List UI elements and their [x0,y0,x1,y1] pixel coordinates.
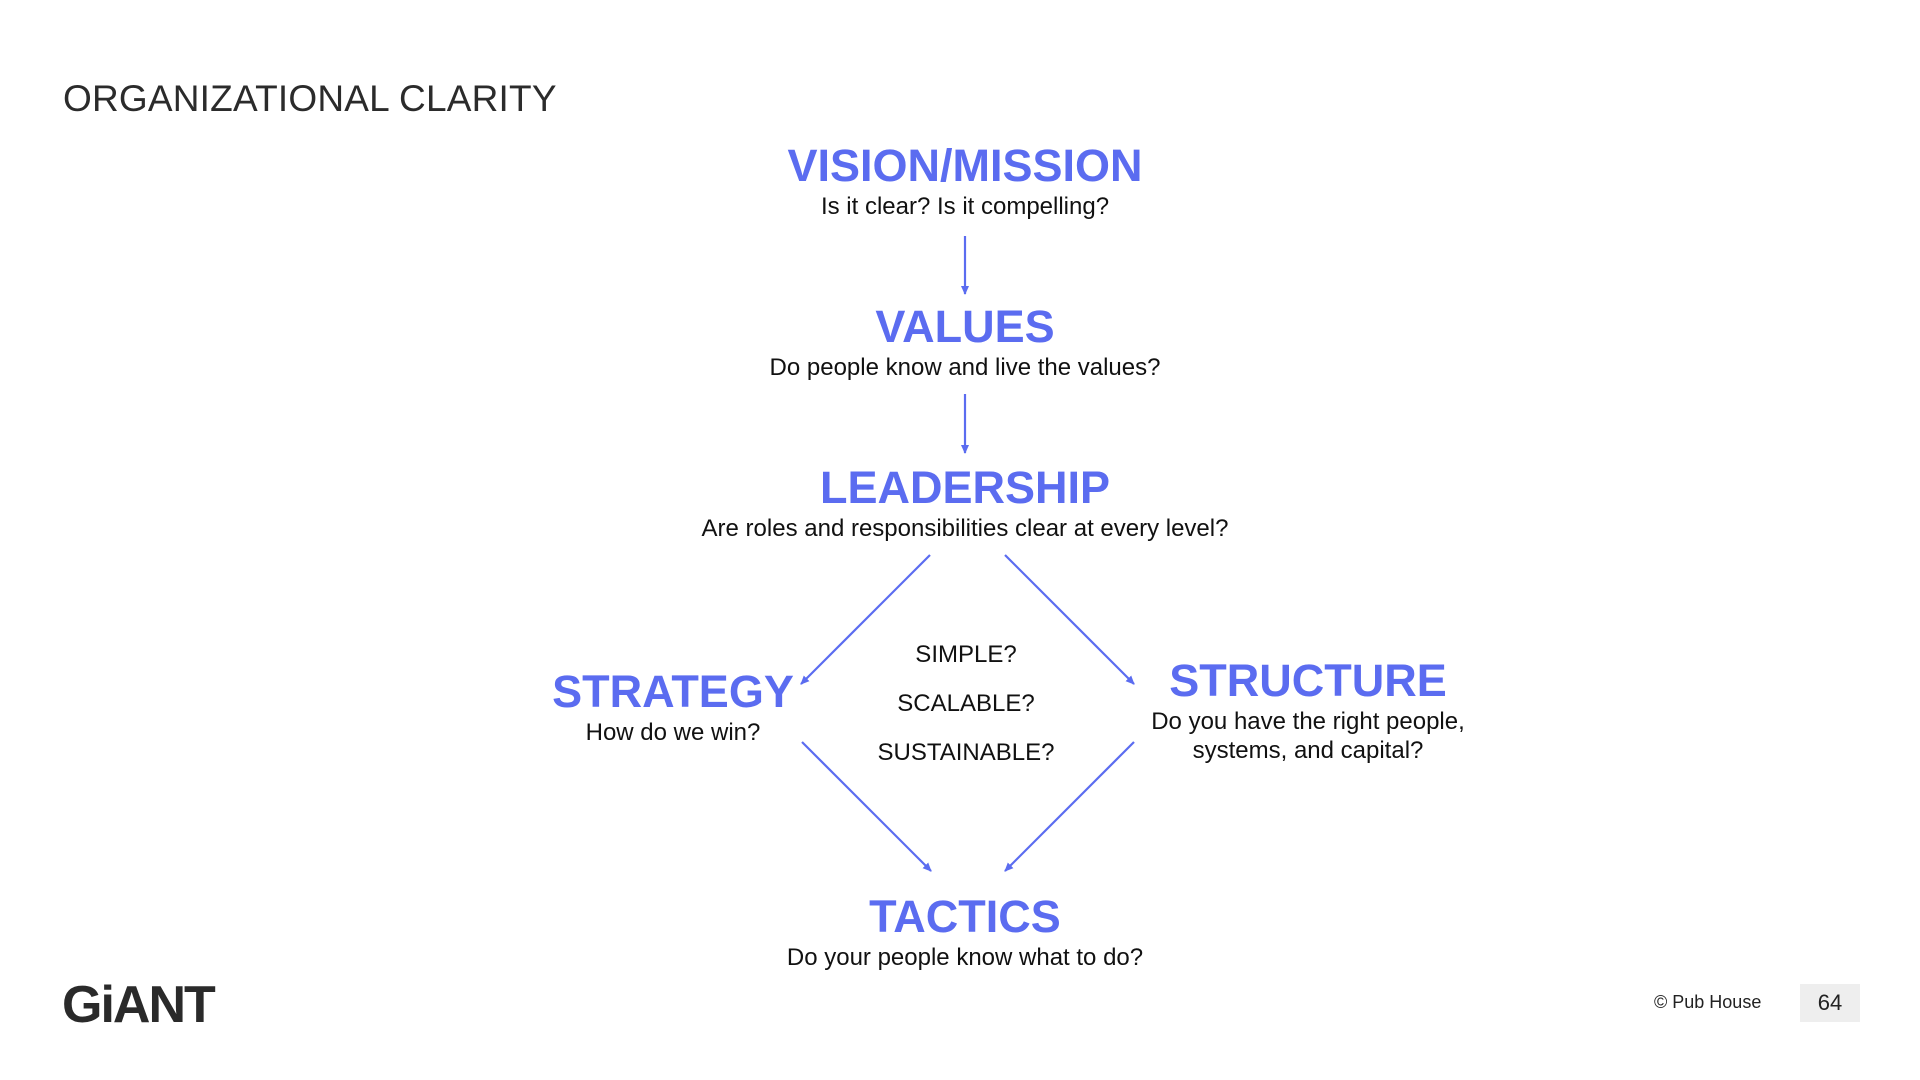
arrow-structure-to-tactics [1004,741,1135,872]
copyright-notice: © Pub House [1654,992,1762,1012]
node-heading: TACTICS [869,891,1061,942]
node-values: VALUES Do people know and live the value… [770,301,1161,382]
node-question: How do we win? [585,719,761,746]
criteria-item-scalable: SCALABLE? [897,690,1035,717]
node-question: Are roles and responsibilities clear at … [701,515,1229,542]
criteria-item-sustainable: SUSTAINABLE? [877,739,1055,766]
node-vision-mission: VISION/MISSION Is it clear? Is it compel… [787,140,1142,221]
node-heading: LEADERSHIP [819,462,1111,513]
node-heading: STRATEGY [552,666,794,717]
node-heading: VALUES [875,301,1055,352]
node-structure: STRUCTURE Do you have the right people, … [1151,655,1465,765]
node-question: Do people know and live the values? [769,354,1161,381]
giant-logo: GiANT [62,976,216,1034]
slide-title: ORGANIZATIONAL CLARITY [63,78,557,119]
criteria-list: SIMPLE? SCALABLE? SUSTAINABLE? [878,640,1055,787]
node-heading: STRUCTURE [1169,655,1447,706]
node-tactics: TACTICS Do your people know what to do? [787,891,1143,972]
arrow-strategy-to-tactics [801,741,932,872]
node-strategy: STRATEGY How do we win? [552,666,794,747]
criteria-item-simple: SIMPLE? [915,641,1017,668]
node-question: Do you have the right people, systems, a… [1151,708,1465,764]
node-question: Is it clear? Is it compelling? [820,193,1110,220]
node-question: Do your people know what to do? [786,944,1144,971]
arrow-leadership-to-structure [1004,554,1135,685]
node-heading: VISION/MISSION [787,140,1143,191]
page-number: 64 [1800,984,1860,1022]
arrow-leadership-to-strategy [800,554,931,685]
node-leadership: LEADERSHIP Are roles and responsibilitie… [702,462,1229,543]
